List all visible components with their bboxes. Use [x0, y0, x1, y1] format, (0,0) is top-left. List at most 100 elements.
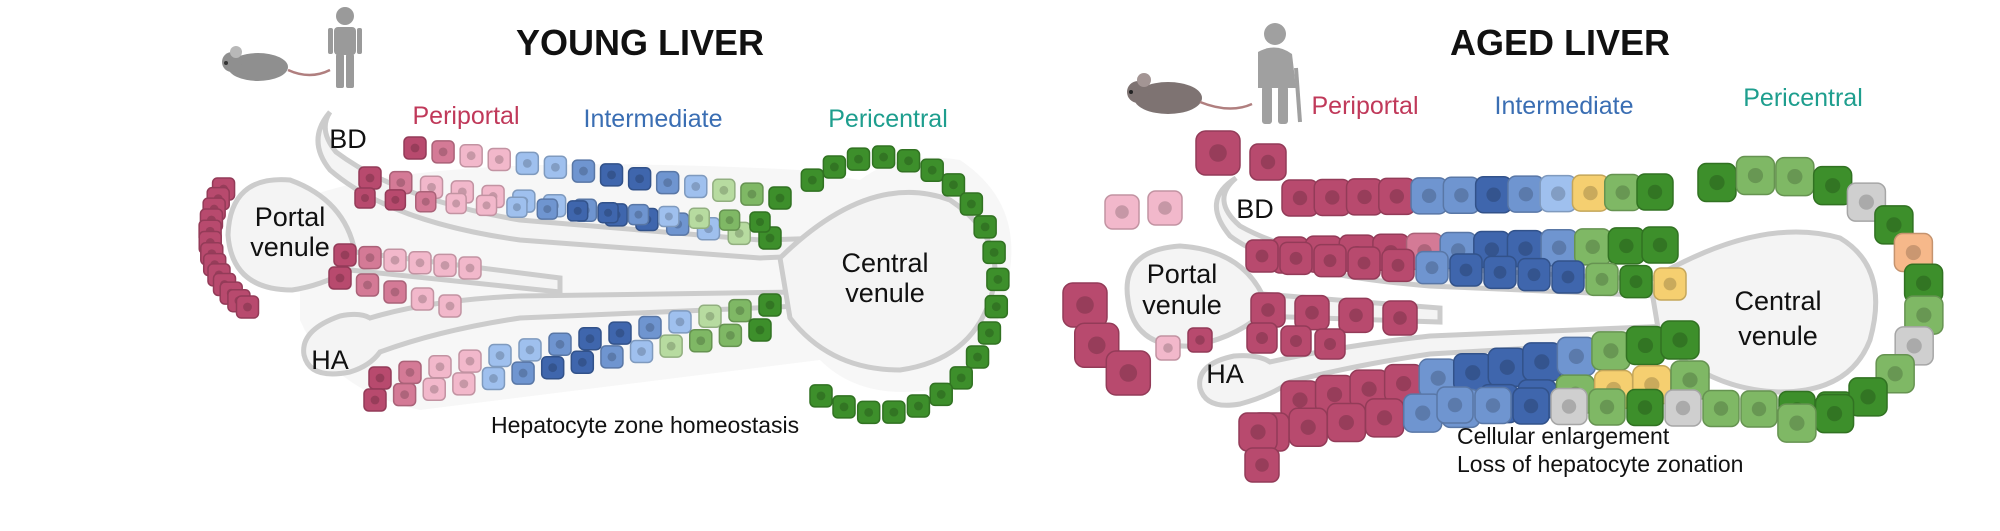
vessel-network [225, 110, 998, 377]
hepatocyte-cell [973, 215, 997, 239]
hepatocyte-cell [832, 395, 856, 419]
hepatocyte-cell [1147, 190, 1183, 226]
hepatocyte-cell [984, 294, 1009, 319]
hepatocyte-cell [358, 245, 382, 270]
hepatocyte-cells [198, 136, 1010, 425]
panel-title: YOUNG LIVER [516, 22, 764, 63]
hepatocyte-cell [1313, 178, 1352, 217]
hepatocyte-cell [410, 287, 435, 311]
hepatocyte-cell [1571, 174, 1610, 212]
hepatocyte-cell [1415, 250, 1449, 285]
hepatocyte-cell [920, 158, 944, 182]
hepatocyte-cell [929, 382, 953, 407]
hepatocyte-cell [1402, 393, 1443, 433]
hepatocyte-cell [959, 192, 984, 216]
hepatocyte-cell [383, 248, 407, 272]
hepatocyte-cell [1381, 248, 1415, 283]
hepatocyte-cell [1893, 232, 1934, 273]
hepatocyte-cell [1281, 179, 1319, 217]
hepatocyte-cell [1294, 294, 1330, 331]
hepatocyte-cell [1591, 331, 1631, 371]
hepatocyte-cell [1512, 387, 1550, 425]
zone-label-intermediate: Intermediate [1495, 92, 1634, 120]
hepatocyte-cell [822, 155, 847, 179]
human-icon [328, 7, 362, 88]
hepatocyte-cell [809, 384, 833, 408]
hepatocyte-cell [1777, 403, 1817, 443]
hepatocyte-cell [1607, 227, 1646, 265]
hepatocyte-cell [608, 321, 632, 345]
hepatocyte-cell [749, 211, 771, 233]
hepatocyte-cell [392, 382, 417, 407]
hepatocyte-cell [1347, 246, 1381, 280]
hepatocyte-cell [906, 394, 931, 418]
hepatocyte-cell [383, 280, 407, 304]
caption-line-1: Cellular enlargement [1457, 423, 1670, 449]
young-liver-panel: YOUNG LIVER Periportal Intermediate Peri… [198, 7, 1012, 438]
hepatocyte-cell [599, 163, 624, 187]
bile-duct-label: BD [1236, 194, 1274, 224]
hepatocyte-cell [659, 334, 683, 358]
hepatocyte-cell [487, 147, 511, 172]
hepatocyte-cell [1410, 177, 1448, 215]
hepatocyte-cell [1735, 155, 1776, 196]
hepatocyte-cell [1556, 336, 1597, 377]
hepatocyte-cell [1539, 174, 1577, 213]
hepatocyte-cell [431, 140, 455, 164]
hepatocyte-cell [1517, 257, 1551, 292]
caption-line-2: Loss of hepatocyte zonation [1457, 451, 1743, 477]
hepatocyte-cell [1364, 398, 1405, 438]
hepatocyte-cell [1641, 226, 1679, 264]
hepatocyte-cell [408, 251, 432, 275]
hepatocyte-cell [668, 310, 692, 334]
hepatocyte-cell [1702, 389, 1740, 428]
hepatocyte-cell [627, 167, 652, 191]
hepatocyte-cell [1775, 156, 1815, 197]
hepatic-artery-label: HA [1206, 359, 1244, 389]
hepatocyte-cell [355, 273, 380, 297]
hepatocyte-cell [1314, 328, 1346, 360]
hepatocyte-cell [941, 173, 966, 197]
hepatocyte-cell [1383, 363, 1424, 404]
hepatocyte-cell [398, 360, 422, 385]
hepatocyte-cell [758, 293, 782, 317]
zone-label-pericentral: Pericentral [1743, 84, 1863, 112]
hepatocyte-cell [1155, 335, 1181, 361]
hepatocyte-cell [571, 159, 596, 183]
hepatocyte-cell [718, 209, 741, 231]
hepatocyte-cell [1313, 243, 1347, 278]
hepatocyte-cell [1573, 228, 1612, 266]
hepatocyte-cell [459, 143, 483, 168]
zone-label-periportal: Periportal [413, 102, 520, 130]
hepatocyte-cell [1588, 388, 1626, 426]
hepatocyte-cell [846, 147, 871, 171]
hepatocyte-cell [1288, 407, 1328, 448]
panel-title: AGED LIVER [1450, 22, 1670, 63]
hepatocyte-cell [1522, 342, 1562, 382]
hepatocyte-cell [540, 355, 565, 380]
elderly-human-icon [1258, 23, 1302, 124]
hepatocyte-cell [689, 329, 713, 353]
hepatocyte-cell [368, 366, 392, 390]
hepatocyte-cell [438, 294, 462, 318]
hepatocyte-cell [458, 349, 482, 373]
hepatocyte-cell [658, 205, 680, 228]
hepatocyte-cell [977, 321, 1002, 345]
hepatocyte-cell [475, 194, 498, 217]
hepatic-artery-label: HA [311, 345, 349, 375]
portal-venule-label-line2: venule [250, 232, 330, 262]
hepatocyte-cell [597, 202, 619, 224]
hepatocyte-cell [1338, 297, 1374, 334]
hepatocyte-cell [1195, 130, 1241, 176]
hepatocyte-cell [600, 345, 624, 369]
central-venule-label-line1: Central [1734, 286, 1821, 316]
hepatocyte-cell [354, 187, 376, 209]
hepatocyte-cell [1378, 177, 1416, 216]
hepatocyte-cell [235, 295, 260, 319]
hepatocyte-cell [1280, 325, 1312, 357]
hepatocyte-cell [1626, 388, 1664, 427]
hepatocyte-cell [684, 174, 708, 199]
hepatocyte-cell [1442, 176, 1481, 215]
hepatocyte-cell [1246, 322, 1278, 354]
hepatocyte-cell [422, 377, 446, 401]
